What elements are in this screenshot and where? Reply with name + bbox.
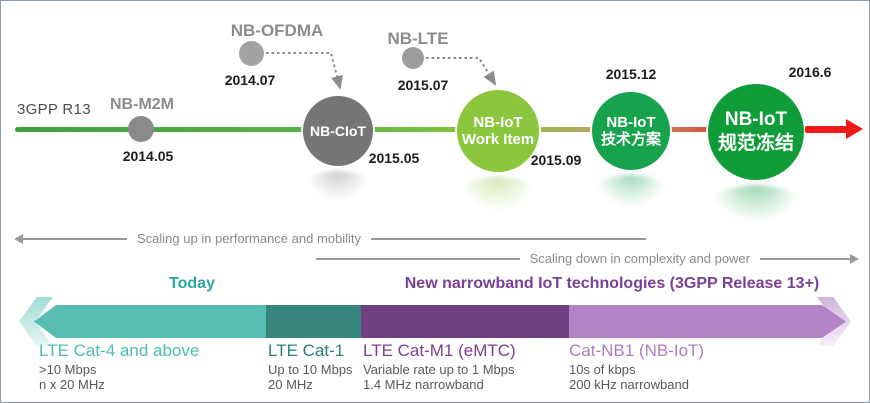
category-title: LTE Cat-M1 (eMTC)	[363, 341, 516, 360]
timeline-node-nbiot-spec-freeze: NB-IoT 规范冻结	[708, 84, 804, 180]
timeline-node-nb-ciot: NB-CIoT	[303, 96, 373, 166]
category-spec: Up to 10 Mbps	[268, 362, 353, 377]
category-lte-cat4: LTE Cat-4 and above >10 Mbps n x 20 MHz	[39, 341, 200, 392]
category-band	[34, 305, 846, 338]
timeline-axis	[15, 127, 807, 132]
line	[760, 257, 850, 260]
band-segment-cat-nb1	[569, 305, 846, 338]
category-lte-cat1: LTE Cat-1 Up to 10 Mbps 20 MHz	[268, 341, 353, 392]
milestone-dot-nb-lte	[402, 47, 424, 69]
scaling-down-label: Scaling down in complexity and power	[529, 251, 750, 266]
future-arrow-head	[846, 119, 863, 139]
milestone-label: NB-LTE	[387, 29, 449, 48]
node-label-line2: 规范冻结	[717, 133, 794, 154]
future-arrow-shaft	[805, 126, 849, 133]
milestone-label: NB-OFDMA	[230, 21, 324, 40]
node-date: 2015.12	[605, 66, 657, 82]
reflection	[305, 171, 371, 201]
category-spec: 200 kHz narrowband	[569, 377, 689, 392]
category-spec: 20 MHz	[268, 377, 313, 392]
category-spec: n x 20 MHz	[39, 377, 105, 392]
dotted-merge-arrows	[266, 52, 497, 90]
category-title: LTE Cat-4 and above	[39, 341, 200, 360]
arrow-left-icon	[14, 233, 23, 244]
arrow-right-icon	[850, 253, 859, 264]
milestone-date: 2014.07	[224, 72, 276, 88]
scaling-down-arrow: Scaling down in complexity and power	[316, 251, 859, 266]
node-date: 2015.09	[530, 152, 582, 168]
node-label-line2: Work Item	[461, 131, 535, 148]
timeline-node-nbiot-tech-solution: NB-IoT 技术方案	[592, 92, 670, 170]
category-cat-nb1: Cat-NB1 (NB-IoT) 10s of kbps 200 kHz nar…	[569, 341, 705, 392]
scaling-up-label: Scaling up in performance and mobility	[137, 231, 362, 246]
new-technologies-label: New narrowband IoT technologies (3GPP Re…	[404, 275, 820, 292]
reflection	[594, 175, 668, 207]
node-label-line1: NB-IoT	[606, 113, 656, 131]
band-segment-lte-cat4	[34, 305, 266, 338]
milestone-dot-nb-ofdma	[239, 41, 264, 66]
milestone-date: 2014.05	[122, 148, 174, 164]
reflection	[459, 177, 537, 211]
node-date: 2016.6	[788, 64, 832, 80]
era-label: 3GPP R13	[17, 101, 91, 118]
reflection	[710, 185, 802, 223]
category-spec: 10s of kbps	[569, 362, 636, 377]
timeline-node-nbiot-work-item: NB-IoT Work Item	[457, 90, 539, 172]
line	[23, 237, 127, 240]
category-lte-catm1: LTE Cat-M1 (eMTC) Variable rate up to 1 …	[363, 341, 516, 392]
line	[371, 237, 646, 240]
node-label-line1: NB-IoT	[473, 113, 523, 131]
node-date: 2015.05	[368, 150, 420, 166]
band-segment-lte-catm1	[361, 305, 569, 338]
category-spec: Variable rate up to 1 Mbps	[363, 362, 515, 377]
category-spec: >10 Mbps	[39, 362, 97, 377]
today-label: Today	[169, 275, 215, 292]
node-label-line1: NB-IoT	[724, 109, 788, 131]
category-title: Cat-NB1 (NB-IoT)	[569, 341, 705, 360]
category-spec: 1.4 MHz narrowband	[363, 377, 484, 392]
milestone-label: NB-M2M	[110, 96, 174, 113]
scaling-up-arrow: Scaling up in performance and mobility	[14, 231, 646, 246]
category-title: LTE Cat-1	[268, 341, 345, 360]
band-segment-lte-cat1	[266, 305, 361, 338]
node-label: NB-CIoT	[310, 122, 366, 139]
milestone-date: 2015.07	[397, 77, 449, 93]
line	[316, 257, 520, 260]
milestone-dot-nb-m2m	[128, 116, 154, 142]
node-label-line2: 技术方案	[600, 131, 661, 148]
